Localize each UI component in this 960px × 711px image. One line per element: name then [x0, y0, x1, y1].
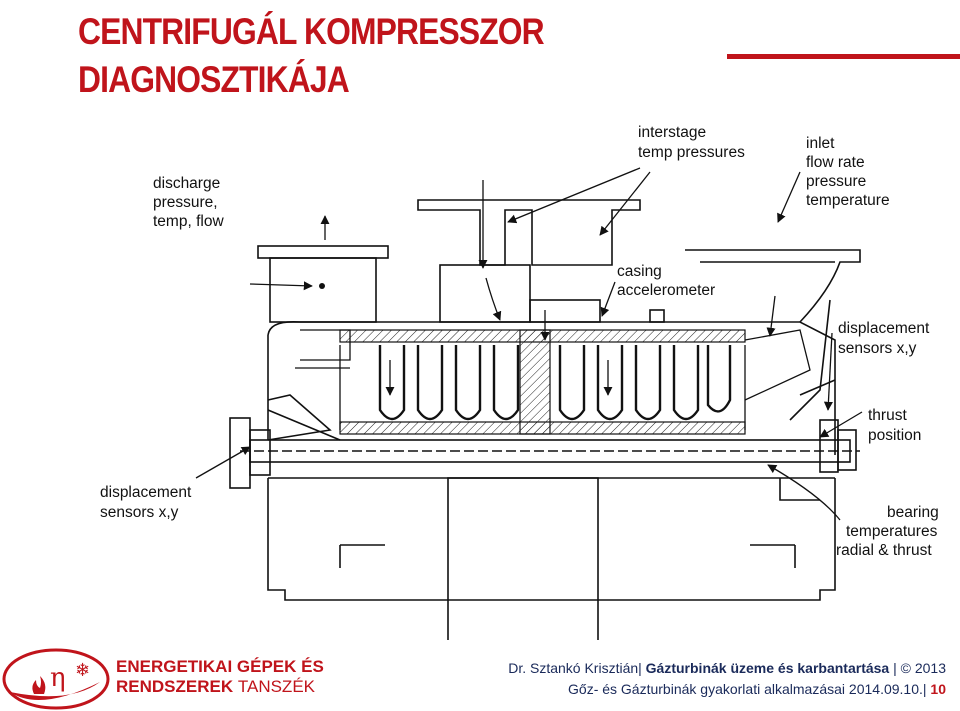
label-displacement-right: displacement sensors x,y	[838, 320, 934, 357]
footer-subtitle: Gőz- és Gázturbinák gyakorlati alkalmazá…	[568, 681, 846, 697]
slide-title-line2: DIAGNOSZTIKÁJA	[78, 59, 350, 100]
department-name-line1: ENERGETIKAI GÉPEK ÉS	[116, 657, 324, 676]
label-discharge-line1: discharge	[153, 175, 220, 192]
flow-arrows	[320, 180, 776, 396]
label-discharge-line2: pressure,	[153, 194, 218, 211]
label-displacement-left-line1: displacement	[100, 484, 192, 501]
department-name-tanszek: TANSZÉK	[237, 677, 315, 696]
footer-author: Dr. Sztankó Krisztián|	[508, 660, 642, 676]
label-thrust-line2: position	[868, 427, 921, 444]
compressor-diagram: discharge pressure, temp, flow interstag…	[100, 124, 943, 640]
label-bearing-line2: temperatures	[846, 523, 938, 540]
footer-line2: Gőz- és Gázturbinák gyakorlati alkalmazá…	[508, 679, 946, 700]
footer-line1: Dr. Sztankó Krisztián| Gázturbinák üzeme…	[508, 658, 946, 679]
page-number: 10	[930, 681, 946, 697]
footer-info: Dr. Sztankó Krisztián| Gázturbinák üzeme…	[508, 658, 946, 700]
label-thrust: thrust position	[868, 407, 921, 444]
label-discharge-line3: temp, flow	[153, 213, 224, 230]
label-inlet-line3: pressure	[806, 173, 866, 190]
label-displacement-left-line2: sensors x,y	[100, 504, 179, 521]
label-inlet-line2: flow rate	[806, 154, 865, 171]
label-inlet-line4: temperature	[806, 192, 890, 209]
footer-date: 2014.09.10.|	[848, 681, 927, 697]
slide-title: CENTRIFUGÁL KOMPRESSZOR DIAGNOSZTIKÁJA	[78, 8, 545, 104]
label-displacement-right-line1: displacement	[838, 320, 930, 337]
label-interstage-line2: temp pressures	[638, 144, 745, 161]
label-displacement-left: displacement sensors x,y	[100, 484, 196, 521]
label-displacement-right-line2: sensors x,y	[838, 340, 917, 357]
label-casing-line2: accelerometer	[617, 282, 715, 299]
label-inlet-line1: inlet	[806, 135, 835, 152]
impeller-stages	[378, 345, 732, 421]
label-bearing-line3: radial & thrust	[836, 542, 932, 559]
svg-text:❄: ❄	[75, 660, 90, 681]
department-name: ENERGETIKAI GÉPEK ÉS RENDSZEREK TANSZÉK	[116, 657, 324, 697]
label-bearing-line1: bearing	[887, 504, 939, 521]
compressor-casing	[229, 199, 861, 640]
label-inlet: inlet flow rate pressure temperature	[806, 135, 890, 209]
annotation-arrows	[195, 167, 863, 521]
department-name-line2: RENDSZEREK TANSZÉK	[116, 677, 324, 697]
label-discharge: discharge pressure, temp, flow	[153, 175, 225, 230]
casing-internals	[295, 329, 811, 430]
label-casing-line1: casing	[617, 263, 662, 280]
label-bearing: bearing temperatures radial & thrust	[836, 504, 943, 559]
footer-course: Gázturbinák üzeme és karbantartása	[645, 660, 890, 676]
department-logo: η ❄	[2, 648, 110, 710]
label-interstage-line1: interstage	[638, 124, 706, 141]
label-thrust-line1: thrust	[868, 407, 907, 424]
label-casing: casing accelerometer	[617, 263, 715, 299]
reference-dots	[319, 283, 325, 289]
svg-text:η: η	[50, 663, 66, 693]
header-rule	[727, 54, 960, 59]
slide-title-line1: CENTRIFUGÁL KOMPRESSZOR	[78, 11, 545, 52]
department-name-rendszerek: RENDSZEREK	[116, 677, 234, 696]
footer-copyright: | © 2013	[893, 660, 946, 676]
label-interstage: interstage temp pressures	[638, 124, 745, 161]
